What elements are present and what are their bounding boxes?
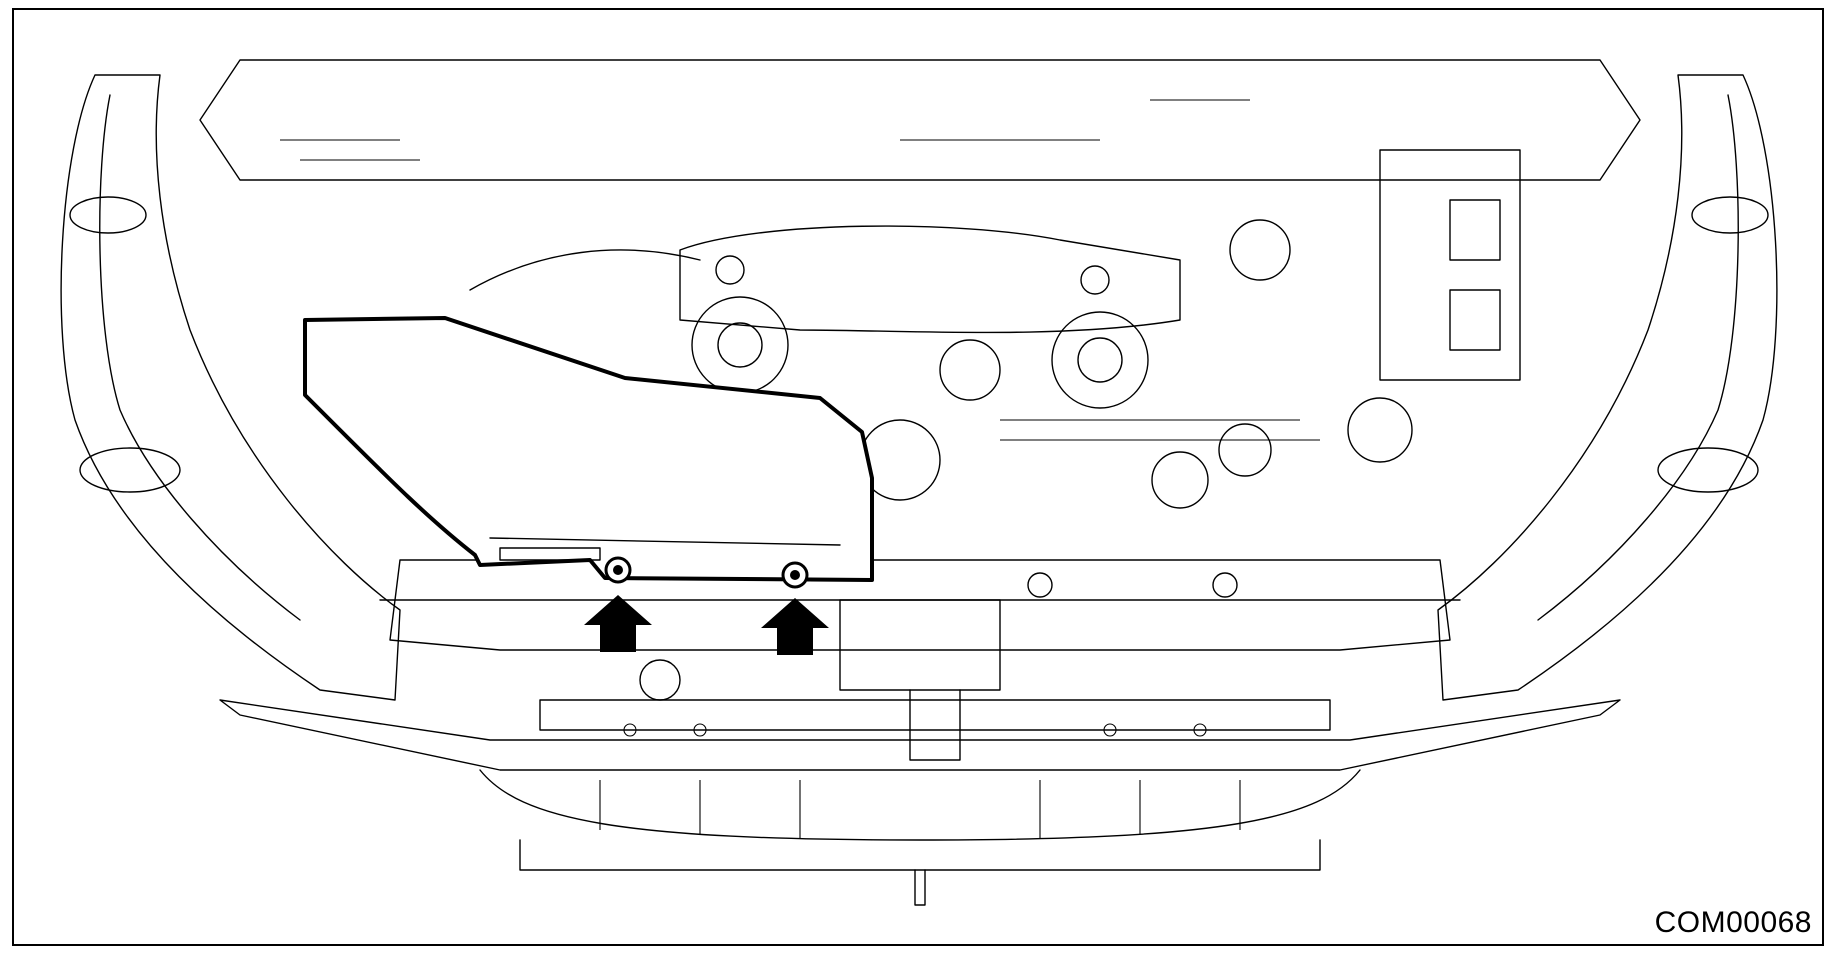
figure-code: COM00068 bbox=[1654, 906, 1812, 939]
air-intake-duct bbox=[303, 316, 874, 582]
diagram-frame bbox=[12, 8, 1824, 946]
front-bumper bbox=[219, 699, 1621, 906]
right-headlight bbox=[1437, 74, 1778, 701]
up-arrow-icon bbox=[584, 595, 652, 652]
up-arrow-icon bbox=[761, 598, 829, 655]
left-headlight bbox=[60, 74, 401, 701]
right-bolt bbox=[781, 561, 809, 589]
radiator-support bbox=[379, 559, 1461, 761]
engine-block bbox=[199, 59, 1641, 509]
left-bolt bbox=[604, 556, 632, 584]
